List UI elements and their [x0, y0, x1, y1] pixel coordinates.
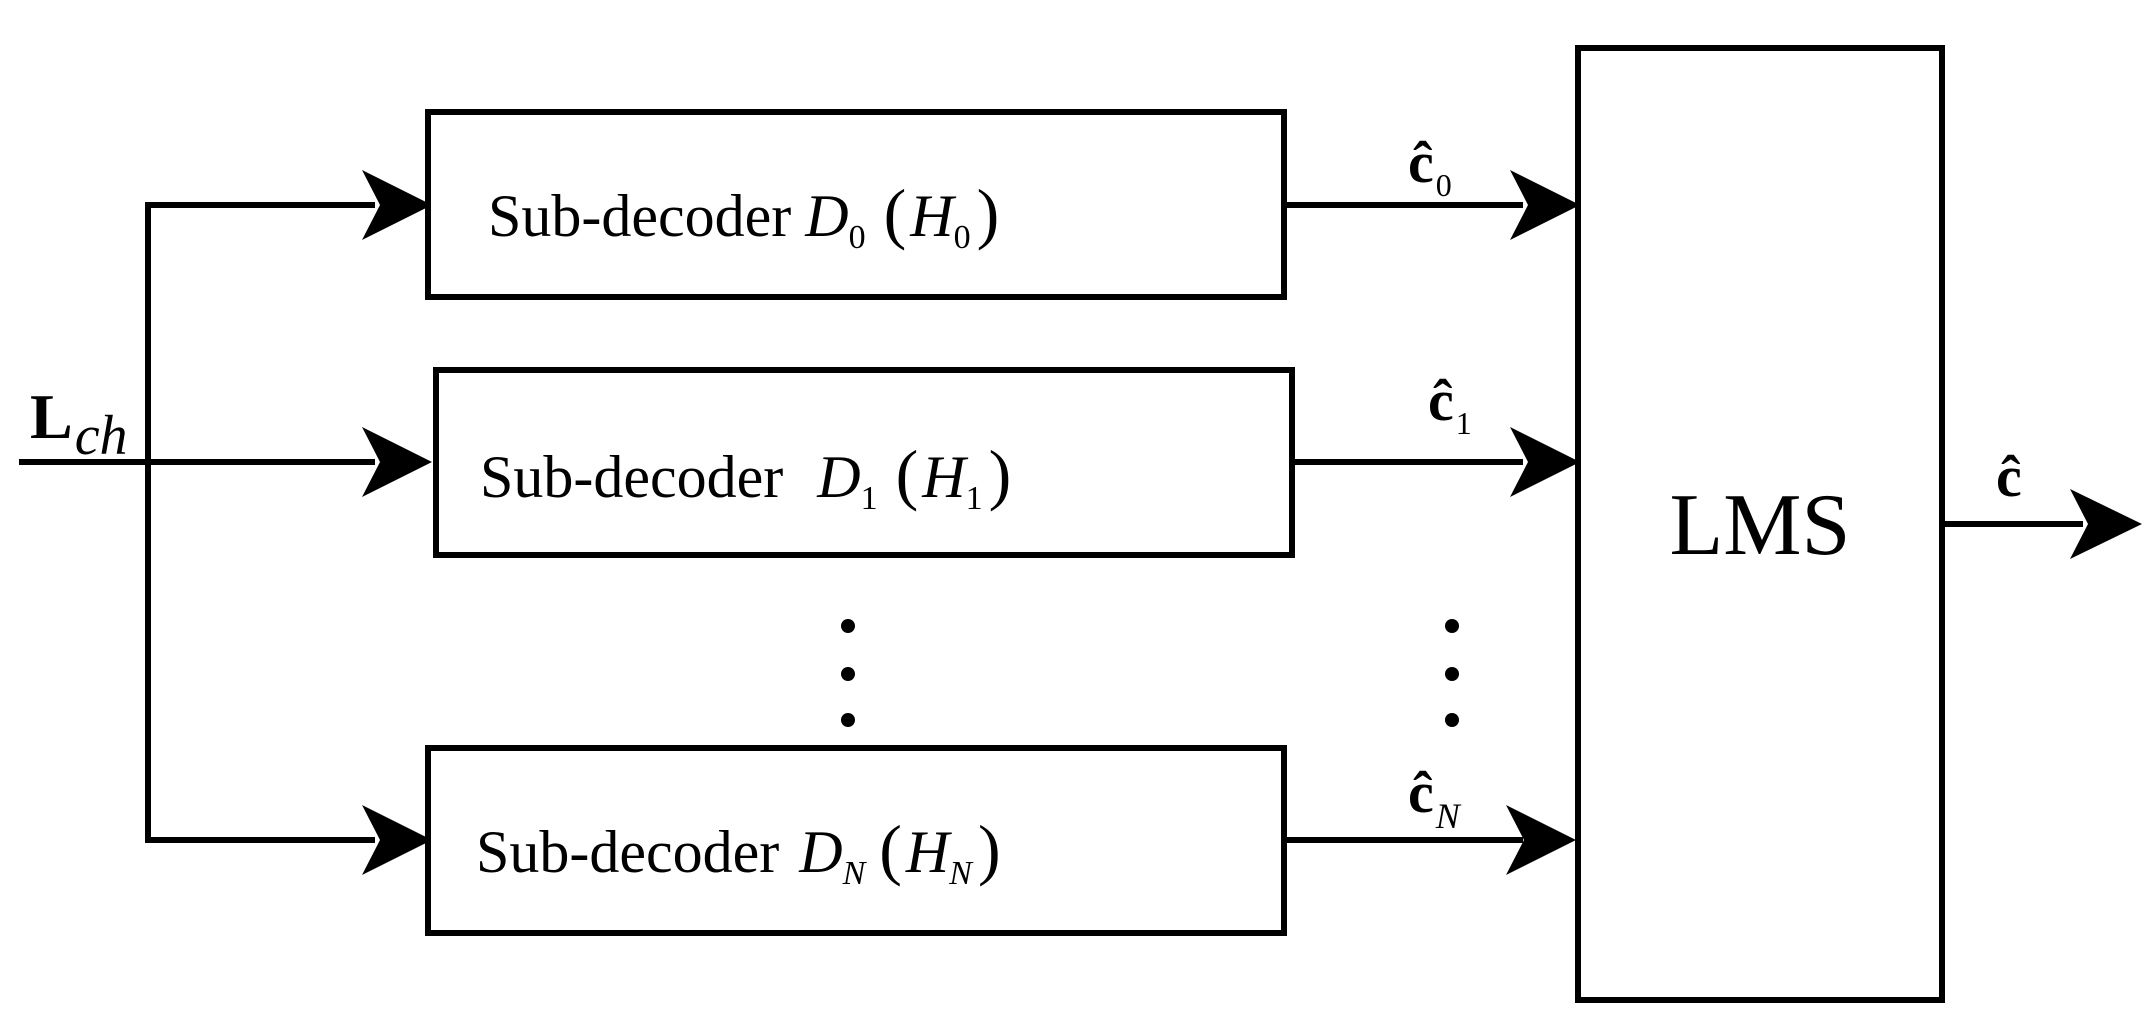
- output-arrowhead-1: [1510, 427, 1580, 497]
- output-arrowhead-N: [1506, 805, 1576, 875]
- input-arrowhead-N: [362, 805, 432, 875]
- final-output-label: ĉ: [1996, 444, 2022, 509]
- input-label-subscript: ch: [75, 405, 128, 467]
- final-output-arrowhead: [2070, 489, 2142, 559]
- estimate-label-0: ĉ0: [1408, 130, 1452, 203]
- ellipsis-right: [1445, 619, 1459, 727]
- sub-decoder-N-box: [425, 745, 1287, 936]
- estimate-label-N: ĉN: [1408, 760, 1462, 836]
- input-label-main: L: [30, 381, 73, 452]
- output-arrowhead-0: [1510, 170, 1580, 240]
- lms-box: [1575, 45, 1945, 1003]
- lms-block: LMS: [1575, 45, 1945, 1003]
- sub-decoder-0-box: [425, 109, 1287, 300]
- sub-decoder-1-box: [433, 367, 1295, 558]
- input-arrowhead-1: [362, 427, 432, 497]
- input-arrowhead-0: [362, 170, 432, 240]
- estimate-label-1: ĉ1: [1428, 368, 1472, 441]
- lms-label: LMS: [1670, 477, 1851, 574]
- ellipsis-left: [841, 619, 855, 727]
- input-label: Lch: [30, 381, 128, 467]
